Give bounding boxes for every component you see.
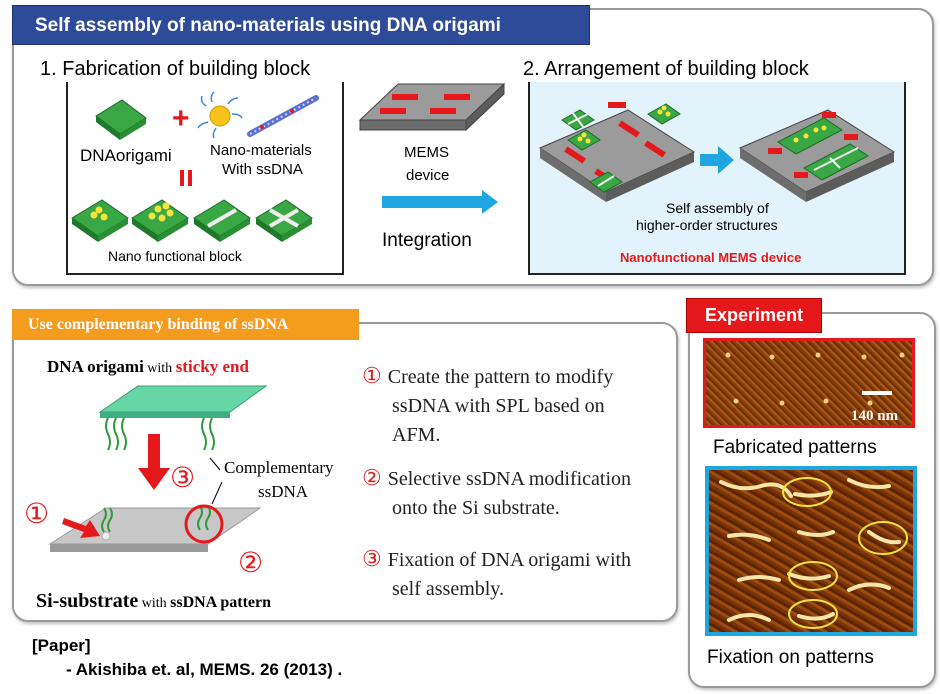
with-text-2: with xyxy=(138,596,171,611)
step-3-line-1: Fixation of DNA origami with xyxy=(387,549,632,571)
ssdna-pattern-text: ssDNA pattern xyxy=(170,594,272,611)
mems-label: MEMS xyxy=(404,144,449,161)
functional-block-2 xyxy=(131,199,189,242)
afm-image-fixation xyxy=(705,466,917,636)
dna-origami-tile xyxy=(95,99,147,140)
self-assembly-label: Self assembly of xyxy=(666,200,769,216)
with-ssdna-label: With ssDNA xyxy=(222,161,303,178)
nanotube-icon xyxy=(247,95,319,137)
dna-origami-label: DNAorigami xyxy=(80,146,172,165)
paper-reference: - Akishiba et. al, MEMS. 26 (2013) . xyxy=(66,660,343,679)
section1-heading: 1. Fabrication of building block xyxy=(40,58,311,80)
with-text: with xyxy=(143,361,176,376)
si-substrate-label: Si-substrate with ssDNA pattern xyxy=(36,590,271,613)
nanofunctional-mems-label: Nanofunctional MEMS device xyxy=(620,250,802,265)
afm-structures xyxy=(719,477,908,629)
paper-label: [Paper] xyxy=(32,636,91,655)
functional-block-4 xyxy=(255,199,313,242)
fixation-patterns-caption: Fixation on patterns xyxy=(707,647,874,668)
step-2-line-1: Selective ssDNA modification xyxy=(387,468,632,490)
complementary-panel xyxy=(12,322,678,622)
dna-origami-text: DNA origami xyxy=(47,357,144,376)
step-3-line-2: self assembly. xyxy=(392,578,505,600)
step-3-number: ③ xyxy=(362,546,382,571)
step-1-line-2: ssDNA with SPL based on xyxy=(392,395,605,417)
functional-block-3 xyxy=(193,199,251,242)
mems-device-illustration xyxy=(358,82,506,214)
nanoparticle-icon xyxy=(197,91,243,139)
complementary-label: Complementary xyxy=(224,458,334,477)
afm-image-fabricated xyxy=(703,338,915,428)
marker-1-diagram: ① xyxy=(24,499,50,530)
equals-sign xyxy=(180,170,192,186)
binding-illustration xyxy=(48,385,268,552)
plus-sign: + xyxy=(172,102,190,135)
nano-materials-label: Nano-materials xyxy=(210,142,312,159)
page-title: Self assembly of nano-materials using DN… xyxy=(12,5,590,45)
marker-2-diagram: ② xyxy=(238,548,264,579)
afm-dots xyxy=(725,352,905,406)
marker-3-diagram: ③ xyxy=(170,463,196,494)
integration-arrow xyxy=(382,190,498,214)
sticky-end-text: sticky end xyxy=(175,357,249,376)
ssdna-label: ssDNA xyxy=(258,482,309,501)
functional-block-1 xyxy=(71,199,129,242)
higher-order-label: higher-order structures xyxy=(636,217,778,233)
step-1-line-3: AFM. xyxy=(392,424,441,446)
fabrication-box xyxy=(66,82,344,275)
step-2-number: ② xyxy=(362,465,382,490)
integration-label: Integration xyxy=(382,230,472,251)
fabrication-illustration: + xyxy=(71,91,319,242)
experiment-banner: Experiment xyxy=(686,298,822,333)
nano-functional-block-label: Nano functional block xyxy=(108,248,242,264)
complementary-banner: Use complementary binding of ssDNA xyxy=(12,309,359,340)
step-1-line-1: Create the pattern to modify xyxy=(387,366,614,388)
dna-origami-sticky-label: DNA origami with sticky end xyxy=(47,357,249,377)
scale-bar-label: 140 nm xyxy=(851,408,899,424)
si-substrate-text: Si-substrate xyxy=(36,590,139,612)
fabricated-patterns-caption: Fabricated patterns xyxy=(713,437,877,458)
section2-heading: 2. Arrangement of building block xyxy=(523,58,809,80)
step-1-number: ① xyxy=(362,363,382,388)
device-label: device xyxy=(406,167,450,184)
arrangement-illustration xyxy=(538,102,896,202)
step-2-line-2: onto the Si substrate. xyxy=(392,497,560,519)
